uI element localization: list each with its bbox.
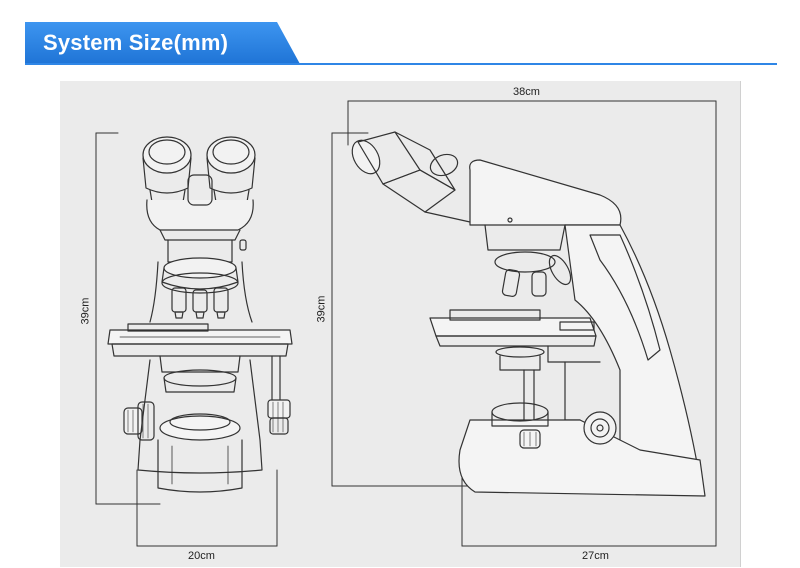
- side-focus-knob: [583, 411, 617, 445]
- side-stage: [429, 309, 601, 363]
- header-divider: [25, 63, 777, 65]
- side-arm: [564, 224, 701, 481]
- side-view-microscope: [331, 100, 717, 547]
- header-background: [25, 22, 300, 64]
- front-width-label: 20cm: [188, 550, 215, 562]
- front-stage: [107, 323, 293, 357]
- side-dimension-lines: [331, 100, 717, 547]
- front-coaxial-controls: [267, 355, 291, 435]
- front-eyepieces: [142, 136, 256, 212]
- front-dimension-lines: [95, 132, 278, 547]
- panel-edge: [740, 81, 741, 567]
- front-base: [137, 359, 263, 493]
- side-condenser: [495, 346, 581, 421]
- front-view-microscope: [95, 132, 293, 547]
- front-focus-knob: [123, 401, 155, 441]
- side-eyepiece: [351, 131, 459, 213]
- front-arm: [149, 261, 253, 323]
- side-nosepiece: [494, 251, 572, 297]
- page-title: System Size(mm): [43, 30, 229, 55]
- front-head: [146, 174, 254, 263]
- side-head: [424, 159, 622, 251]
- side-width-label: 38cm: [513, 86, 540, 98]
- front-height-label: 39cm: [79, 297, 92, 325]
- side-depth-label: 27cm: [582, 550, 609, 562]
- section-header: System Size(mm): [25, 22, 300, 64]
- front-condenser: [159, 355, 241, 393]
- side-base: [458, 402, 706, 497]
- front-nosepiece: [161, 257, 239, 319]
- side-height-label: 39cm: [315, 295, 328, 323]
